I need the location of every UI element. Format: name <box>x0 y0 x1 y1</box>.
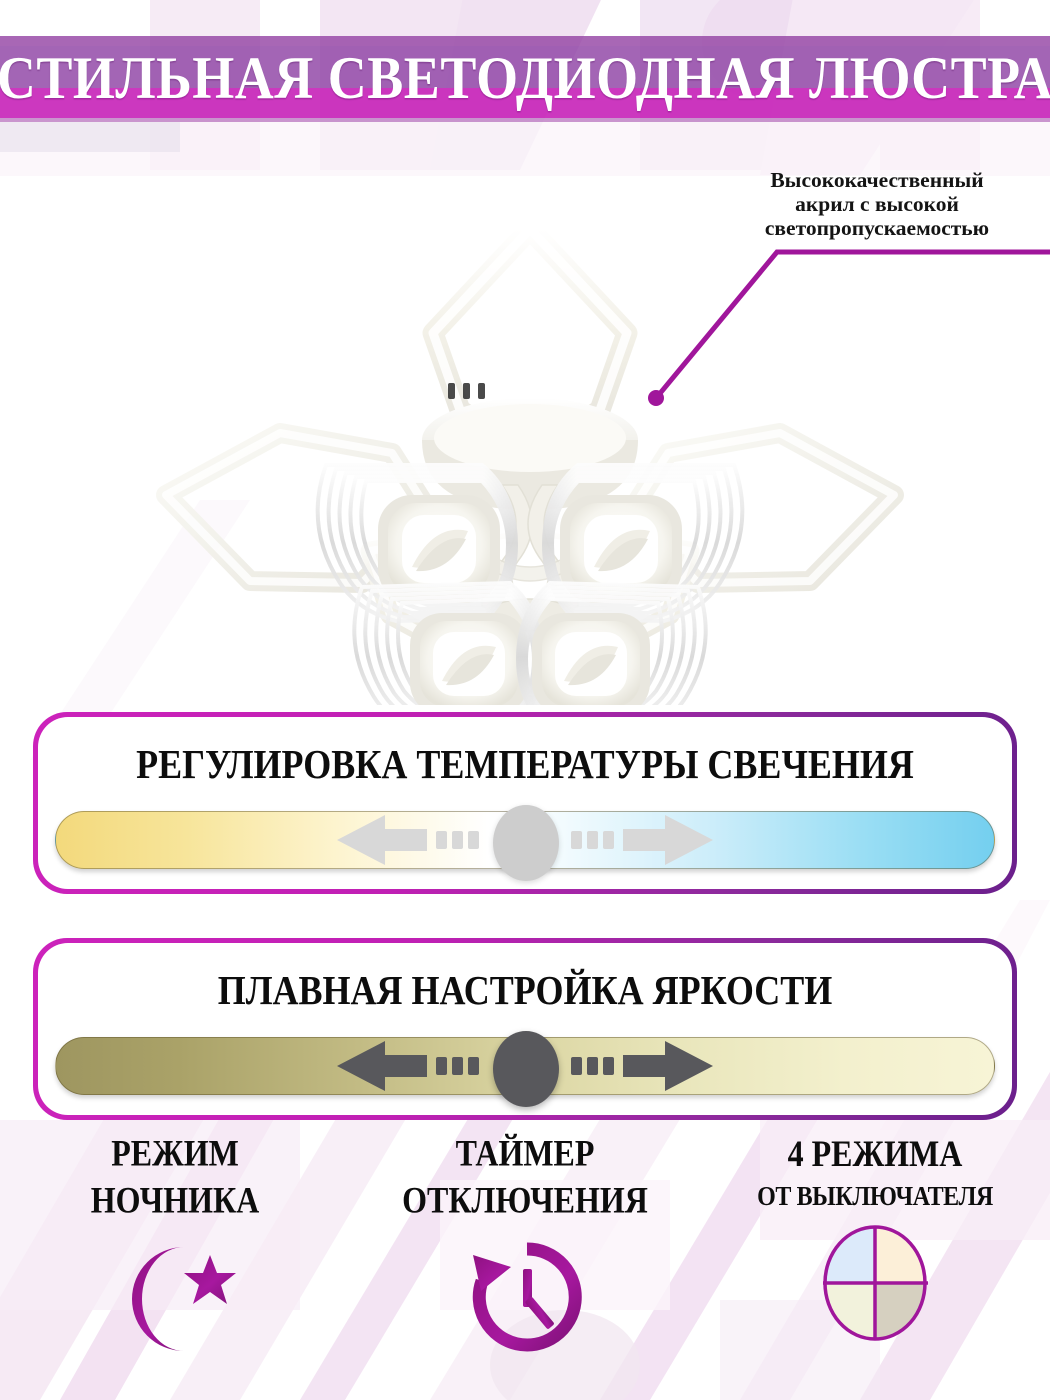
feature-four-modes: 4 РЕЖИМА ОТ ВЫКЛЮЧАТЕЛЯ <box>700 1135 1050 1400</box>
feature-shutdown-timer-line2: ОТКЛЮЧЕНИЯ <box>402 1179 648 1221</box>
feature-night-mode-line1: РЕЖИМ <box>111 1132 239 1174</box>
feature-night-mode: РЕЖИМ НОЧНИКА <box>0 1135 350 1400</box>
color-temperature-slider[interactable] <box>55 805 995 881</box>
feature-night-mode-line2: НОЧНИКА <box>90 1179 260 1221</box>
banner-strip-upper <box>0 46 1050 88</box>
brightness-knob[interactable] <box>493 1031 559 1107</box>
four-quadrant-circle-icon <box>822 1225 928 1341</box>
header-banner: СТИЛЬНАЯ СВЕТОДИОДНАЯ ЛЮСТРА <box>0 36 1050 122</box>
brightness-slider[interactable] <box>55 1031 995 1107</box>
feature-shutdown-timer-line1: ТАЙМЕР <box>455 1132 595 1174</box>
crescent-moon-star-icon <box>132 1247 236 1351</box>
panel-title-temperature: РЕГУЛИРОВКА ТЕМПЕРАТУРЫ СВЕЧЕНИЯ <box>136 741 914 787</box>
feature-panel-brightness: ПЛАВНАЯ НАСТРОЙКА ЯРКОСТИ <box>33 938 1017 1120</box>
banner-strip-lower <box>0 88 1050 118</box>
feature-panel-temperature: РЕГУЛИРОВКА ТЕМПЕРАТУРЫ СВЕЧЕНИЯ <box>33 712 1017 894</box>
brightness-arrows <box>337 1041 713 1091</box>
callout-line-1: Высококачественный <box>770 168 984 192</box>
panel-title-brightness: ПЛАВНАЯ НАСТРОЙКА ЯРКОСТИ <box>217 967 833 1013</box>
clock-timer-icon <box>472 1242 582 1352</box>
led-petal-mid-right <box>541 463 745 624</box>
led-petal-mid-left <box>315 463 519 624</box>
feature-shutdown-timer-label: ТАЙМЕР ОТКЛЮЧЕНИЯ <box>402 1135 648 1219</box>
product-image-chandelier <box>156 218 904 705</box>
callout-leader-line <box>648 249 1050 406</box>
feature-four-modes-line1: 4 РЕЖИМА <box>787 1132 963 1175</box>
callout-text: Высококачественный акрил с высокой свето… <box>712 168 1042 240</box>
led-petal-bottom-right <box>515 580 708 705</box>
callout-anchor-dot <box>648 390 664 406</box>
callout-line-2: акрил с высокой <box>795 192 959 217</box>
color-temperature-knob[interactable] <box>493 805 559 881</box>
feature-four-modes-sub: ОТ ВЫКЛЮЧАТЕЛЯ <box>757 1182 993 1213</box>
ceiling-mount <box>422 383 638 510</box>
feature-row: РЕЖИМ НОЧНИКА ТАЙМЕР ОТКЛЮЧЕНИЯ <box>0 1135 1050 1400</box>
banner-strip-top <box>0 36 1050 46</box>
callout-line-3: светопропускаемостью <box>764 216 990 241</box>
banner-strip-bottom <box>0 118 1050 122</box>
panel-inner-brightness: ПЛАВНАЯ НАСТРОЙКА ЯРКОСТИ <box>38 943 1012 1115</box>
panel-inner-temperature: РЕГУЛИРОВКА ТЕМПЕРАТУРЫ СВЕЧЕНИЯ <box>38 717 1012 889</box>
color-temperature-arrows <box>337 815 713 865</box>
feature-four-modes-label: 4 РЕЖИМА ОТ ВЫКЛЮЧАТЕЛЯ <box>757 1135 993 1211</box>
page-title: СТИЛЬНАЯ СВЕТОДИОДНАЯ ЛЮСТРА <box>0 44 1050 112</box>
banner-background <box>0 36 1050 122</box>
feature-shutdown-timer: ТАЙМЕР ОТКЛЮЧЕНИЯ <box>350 1135 700 1400</box>
feature-night-mode-label: РЕЖИМ НОЧНИКА <box>91 1135 260 1219</box>
